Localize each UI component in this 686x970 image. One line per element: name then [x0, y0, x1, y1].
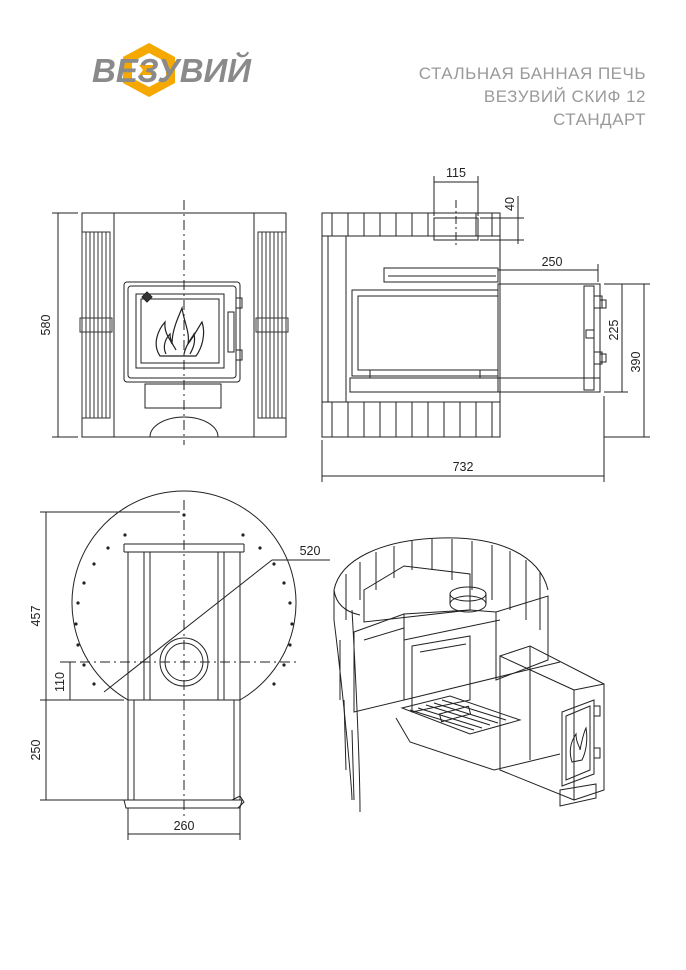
dim-tunnel-width: 260 [174, 819, 195, 833]
side-view [321, 176, 650, 482]
dim-chimney-width: 115 [446, 166, 466, 180]
dim-tunnel-depth: 250 [29, 740, 43, 761]
title-line-3: СТАНДАРТ [553, 110, 646, 129]
dim-tunnel-length: 250 [542, 255, 563, 269]
dim-door-height: 225 [607, 320, 621, 341]
plan-view [40, 490, 330, 840]
dim-chimney-height: 40 [503, 197, 517, 211]
dim-total-length: 732 [453, 460, 474, 474]
dim-plan-depth: 457 [29, 606, 43, 627]
isometric-view [333, 537, 605, 813]
vesuvius-logo-icon [123, 43, 175, 97]
brand-name: ВЕЗУВИЙ [92, 52, 252, 89]
dim-chimney-offset: 110 [53, 672, 67, 692]
title-line-1: СТАЛЬНАЯ БАННАЯ ПЕЧЬ [418, 64, 646, 83]
front-view [52, 200, 289, 445]
dim-front-height: 580 [39, 315, 53, 336]
dim-tunnel-height: 390 [629, 352, 643, 373]
dim-plan-diameter: 520 [300, 544, 321, 558]
title-line-2: ВЕЗУВИЙ СКИФ 12 [483, 87, 646, 106]
iso-flame-emblem-icon [569, 726, 588, 763]
flame-emblem-icon [155, 305, 205, 357]
